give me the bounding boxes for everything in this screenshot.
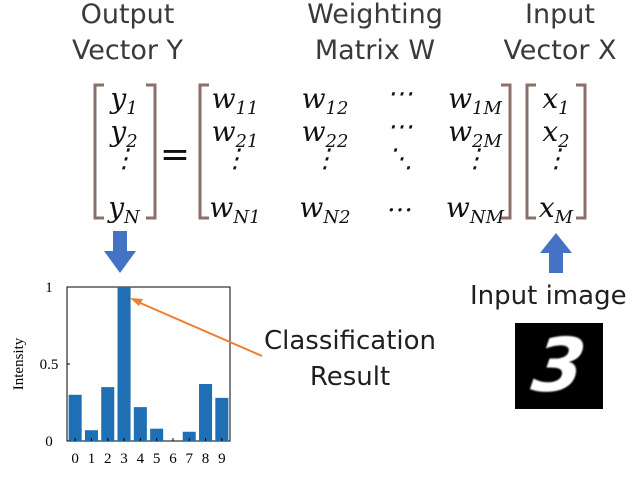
- bar-9: [215, 397, 229, 441]
- y-element: y2: [108, 115, 137, 152]
- y-bracket-left: [93, 83, 104, 220]
- input-header-line1: Input: [525, 0, 595, 30]
- bar-1: [84, 430, 98, 441]
- x-tick-label: 0: [71, 451, 79, 467]
- x-tick-label: 9: [218, 451, 226, 467]
- classification-line2: Result: [309, 362, 391, 392]
- y-axis-label: Intensity: [11, 337, 27, 390]
- down-arrow-icon: [104, 231, 136, 273]
- classification-label: Classification Result: [255, 326, 445, 392]
- bar-5: [150, 428, 164, 441]
- y-tick-label: 1: [45, 280, 53, 296]
- y-tick-label: 0: [45, 434, 53, 450]
- weight-header-line1: Weighting: [307, 0, 443, 30]
- w-element: ⋮: [222, 144, 248, 174]
- x-element: x2: [542, 115, 569, 152]
- w-element: w2M: [448, 115, 502, 152]
- bar-0: [68, 394, 82, 441]
- w-element: ⋮: [312, 144, 338, 174]
- bar-2: [101, 387, 115, 441]
- output-header-line1: Output: [80, 0, 175, 30]
- x-tick-label: 3: [120, 451, 128, 467]
- w-element: w1M: [448, 82, 502, 119]
- w-element: w22: [302, 115, 349, 152]
- up-arrow-icon: [540, 233, 572, 273]
- x-tick-label: 1: [88, 451, 96, 467]
- w-element: ⋱: [387, 144, 413, 174]
- x-element: ⋮: [543, 144, 569, 174]
- input-header-line2: Vector X: [503, 35, 617, 66]
- x-tick-label: 5: [153, 451, 161, 467]
- input-image-label: Input image: [470, 281, 627, 311]
- w-element: w11: [212, 82, 259, 119]
- bar-7: [182, 431, 196, 441]
- w-element: …: [387, 188, 413, 218]
- bar-3: [117, 287, 131, 441]
- w-element: ⋯: [387, 112, 413, 142]
- x-tick-label: 7: [186, 451, 194, 467]
- w-element: ⋯: [387, 79, 413, 109]
- equals-sign: =: [160, 134, 190, 175]
- matrix-brackets: [93, 83, 587, 220]
- y-element: ⋮: [111, 144, 137, 174]
- w-element: wN2: [299, 191, 350, 228]
- w-element: w12: [302, 82, 349, 119]
- bar-4: [133, 407, 147, 441]
- w-element: wN1: [209, 191, 260, 228]
- x-bracket-left: [525, 83, 536, 220]
- y-element: yN: [106, 191, 141, 228]
- w-bracket-left: [198, 83, 209, 220]
- bar-8: [199, 384, 213, 441]
- y-bracket-right: [146, 83, 157, 220]
- y-element: y1: [108, 82, 137, 119]
- classification-line1: Classification: [263, 326, 437, 356]
- output-header-line2: Vector Y: [71, 35, 184, 66]
- weight-header: Weighting Matrix W: [285, 0, 465, 66]
- y-tick-label: 0.5: [40, 357, 59, 373]
- x-bracket-right: [576, 83, 587, 220]
- x-element: xM: [539, 191, 574, 228]
- x-tick-label: 6: [169, 451, 177, 467]
- weight-header-line2: Matrix W: [314, 35, 436, 66]
- w-bracket-right: [501, 83, 512, 220]
- input-header: Input Vector X: [480, 0, 640, 66]
- input-digit-image: 3: [515, 323, 603, 409]
- x-element: x1: [542, 82, 569, 119]
- x-tick-label: 2: [104, 451, 112, 467]
- x-tick-label: 4: [137, 451, 145, 467]
- w-element: ⋮: [462, 144, 488, 174]
- w-element: w21: [212, 115, 259, 152]
- output-header: Output Vector Y: [45, 0, 210, 66]
- x-tick-label: 8: [202, 451, 210, 467]
- w-element: wNM: [446, 191, 505, 228]
